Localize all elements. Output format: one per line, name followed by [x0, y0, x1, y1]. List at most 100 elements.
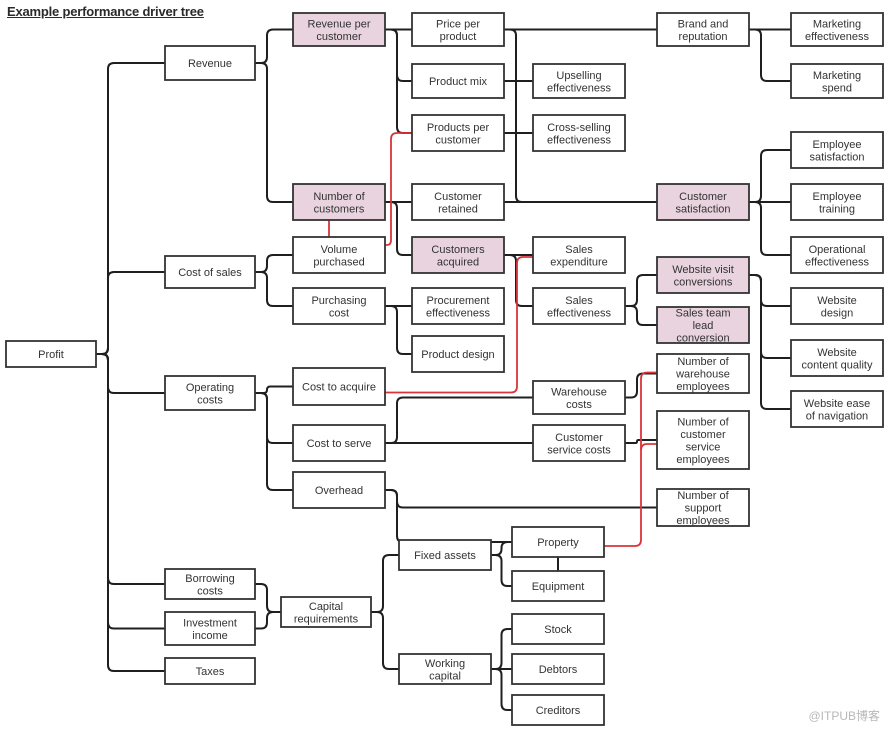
node-box — [511, 570, 605, 602]
node-label: Overhead — [315, 485, 363, 497]
node-property[interactable]: Property — [511, 526, 605, 558]
edge-profit-to-investment_income — [96, 353, 165, 630]
node-box — [292, 471, 386, 509]
node-box — [164, 255, 256, 289]
node-box — [511, 653, 605, 685]
node-cost-of-sales[interactable]: Cost of sales — [164, 255, 256, 289]
edge-warehouse_costs-to-number_of_warehouse_employees — [625, 372, 657, 399]
node-box — [292, 12, 386, 47]
node-equipment[interactable]: Equipment — [511, 570, 605, 602]
node-label: Borrowing — [185, 573, 235, 585]
node-cost-to-acquire[interactable]: Cost to acquire — [292, 367, 386, 406]
node-profit[interactable]: Profit — [5, 340, 97, 368]
node-box — [411, 287, 505, 325]
watermark: @ITPUB博客 — [808, 709, 880, 723]
node-creditors[interactable]: Creditors — [511, 694, 605, 726]
edge-working_capital-to-creditors — [491, 668, 512, 711]
edge-revenue-to-number_of_customers — [255, 62, 293, 203]
node-label: effectiveness — [805, 256, 870, 268]
node-fixed-assets[interactable]: Fixed assets — [398, 539, 492, 571]
node-overhead[interactable]: Overhead — [292, 471, 386, 509]
node-box — [790, 12, 884, 47]
red-link-property-to-number_of_customer_service_employees — [640, 443, 657, 451]
node-product-design[interactable]: Product design — [411, 335, 505, 373]
node-label: Operational — [809, 244, 866, 256]
node-box — [532, 63, 626, 99]
node-revenue[interactable]: Revenue — [164, 45, 256, 81]
node-label: Employee — [813, 191, 862, 203]
edge-customers_acquired-to-sales_effectiveness — [504, 254, 533, 307]
edge-website_visit_conversions-to-website_content_quality — [749, 274, 791, 359]
node-label: costs — [566, 399, 592, 411]
node-box — [790, 63, 884, 99]
node-box — [790, 339, 884, 377]
node-cost-to-serve[interactable]: Cost to serve — [292, 424, 386, 462]
node-box — [656, 488, 750, 527]
node-debtors[interactable]: Debtors — [511, 653, 605, 685]
node-label: employees — [676, 381, 730, 393]
edge-revenue_per_customer-to-product_mix — [385, 28, 412, 82]
node-label: Warehouse — [551, 386, 607, 398]
node-label: Customers — [431, 244, 485, 256]
node-box — [164, 657, 256, 685]
node-box — [164, 45, 256, 81]
node-label: cost — [329, 307, 349, 319]
edge-cost_of_sales-to-purchasing_cost — [255, 271, 293, 307]
node-box — [511, 526, 605, 558]
node-label: Website — [817, 295, 857, 307]
node-label: reputation — [679, 31, 728, 43]
node-product-mix[interactable]: Product mix — [411, 63, 505, 99]
node-label: design — [821, 307, 853, 319]
node-label: Sales team — [675, 308, 730, 320]
edge-operating_costs-to-overhead — [255, 392, 293, 491]
edge-profit-to-taxes — [96, 353, 165, 672]
node-label: Operating — [186, 382, 234, 394]
node-taxes[interactable]: Taxes — [164, 657, 256, 685]
node-label: Taxes — [196, 666, 225, 678]
node-label: retained — [438, 203, 478, 215]
node-label: effectiveness — [805, 31, 870, 43]
node-label: Price per — [436, 18, 480, 30]
node-stock[interactable]: Stock — [511, 613, 605, 645]
node-box — [790, 131, 884, 169]
node-label: Cost of sales — [178, 267, 242, 279]
node-label: Customer — [679, 191, 727, 203]
node-box — [292, 367, 386, 406]
node-label: Customer — [434, 191, 482, 203]
